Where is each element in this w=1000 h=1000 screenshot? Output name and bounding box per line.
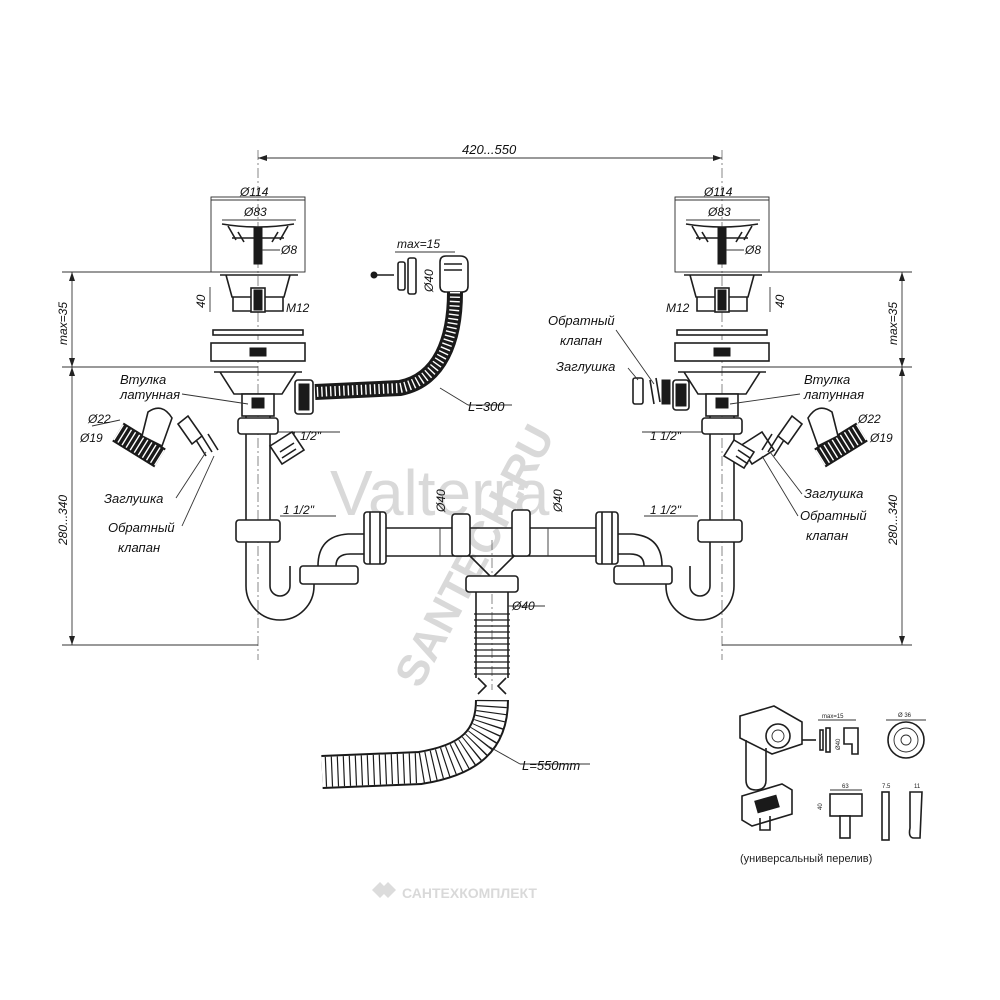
right-thread-upper: 1 1/2" <box>650 429 682 443</box>
top-right-valve-label-1: Обратный <box>548 313 615 328</box>
overflow-assembly: max=15 Ø40 <box>370 237 469 295</box>
left-plug-label: Заглушка <box>104 491 163 506</box>
left-inlet-parts: Ø22 Ø19 <box>79 407 219 468</box>
right-h40-label: 40 <box>773 294 787 308</box>
left-d83-label: Ø83 <box>243 205 267 219</box>
svg-text:САНТЕХКОМПЛЕКТ: САНТЕХКОМПЛЕКТ <box>402 885 537 901</box>
inset-w63-label: 63 <box>842 784 849 790</box>
connecting-pipe: Ø40 Ø40 Ø40 <box>386 489 596 614</box>
left-h40-label: 40 <box>194 294 208 308</box>
left-d19-label: Ø19 <box>79 431 103 445</box>
right-plug-label: Заглушка <box>804 486 863 501</box>
inset-max15-label: max=15 <box>822 714 844 720</box>
company-watermark: САНТЕХКОМПЛЕКТ <box>372 882 537 901</box>
inset-h40-label: 40 <box>818 803 824 810</box>
left-d114-label: Ø114 <box>239 185 269 199</box>
right-d22-label: Ø22 <box>857 412 881 426</box>
overflow-max15-label: max=15 <box>397 237 440 251</box>
overflow-inset: max=15 Ø40 Ø 36 63 40 7.5 11 (универсаль… <box>739 705 926 865</box>
inset-w11-label: 11 <box>914 784 921 790</box>
right-siphon: 1 1/2" 1 1/2" <box>595 416 776 621</box>
top-right-valve-label-2: клапан <box>560 333 602 348</box>
center-lines <box>257 150 723 690</box>
vertical-dimensions: max=35 280...340 max=35 280...340 <box>56 271 912 646</box>
center-distance-label: 420...550 <box>462 142 517 157</box>
right-bushing-label-2: латунная <box>803 387 864 402</box>
left-thread-lower: 1 1/2" <box>283 503 315 517</box>
right-d83-label: Ø83 <box>707 205 731 219</box>
right-valve-label-2: клапан <box>806 528 848 543</box>
left-bushing-label-1: Втулка <box>120 372 166 387</box>
left-d22-label: Ø22 <box>87 412 111 426</box>
left-m12-label: M12 <box>286 301 310 315</box>
left-valve-label-1: Обратный <box>108 520 175 535</box>
center-distance-dimension: 420...550 <box>258 142 722 161</box>
right-d114-label: Ø114 <box>703 185 733 199</box>
left-valve-label-2: клапан <box>118 540 160 555</box>
right-max35-label: max=35 <box>886 302 900 345</box>
left-pipe-d40: Ø40 <box>434 489 448 513</box>
right-d19-label: Ø19 <box>869 431 893 445</box>
left-siphon: 1 1/2" 1 1/2" <box>235 416 387 621</box>
outlet-hose: L=550mm <box>321 613 590 789</box>
outlet-hose-length: L=550mm <box>522 758 580 773</box>
inset-d40-label: Ø40 <box>836 738 842 750</box>
overflow-d40-label: Ø40 <box>422 269 436 293</box>
left-max35-label: max=35 <box>56 302 70 345</box>
inset-caption: (универсальный перелив) <box>740 853 872 865</box>
top-right-valve-plug <box>632 377 671 405</box>
right-h280-label: 280...340 <box>886 495 900 546</box>
right-thread-lower: 1 1/2" <box>650 503 682 517</box>
overflow-hose-length: L=300 <box>468 399 505 414</box>
right-bushing-label-1: Втулка <box>804 372 850 387</box>
right-strainer: Ø114 Ø83 Ø8 M12 40 <box>666 185 787 417</box>
outlet-d40-label: Ø40 <box>511 599 535 613</box>
left-h280-label: 280...340 <box>56 495 70 546</box>
right-inlet-parts: Ø22 Ø19 <box>761 407 893 468</box>
overflow-hose: L=300 <box>314 291 512 414</box>
right-pipe-d40: Ø40 <box>551 489 565 513</box>
left-bushing-label-2: латунная <box>119 387 180 402</box>
top-right-plug-label: Заглушка <box>556 359 615 374</box>
labels: Втулка латунная Заглушка Обратный клапан… <box>104 313 867 555</box>
right-m12-label: M12 <box>666 301 690 315</box>
inset-d36-label: Ø 36 <box>898 713 912 719</box>
right-valve-label-1: Обратный <box>800 508 867 523</box>
left-strainer: Ø114 Ø83 Ø8 M12 40 <box>194 185 314 417</box>
right-d8-label: Ø8 <box>744 243 761 257</box>
inset-w75-label: 7.5 <box>882 784 891 790</box>
left-d8-label: Ø8 <box>280 243 297 257</box>
